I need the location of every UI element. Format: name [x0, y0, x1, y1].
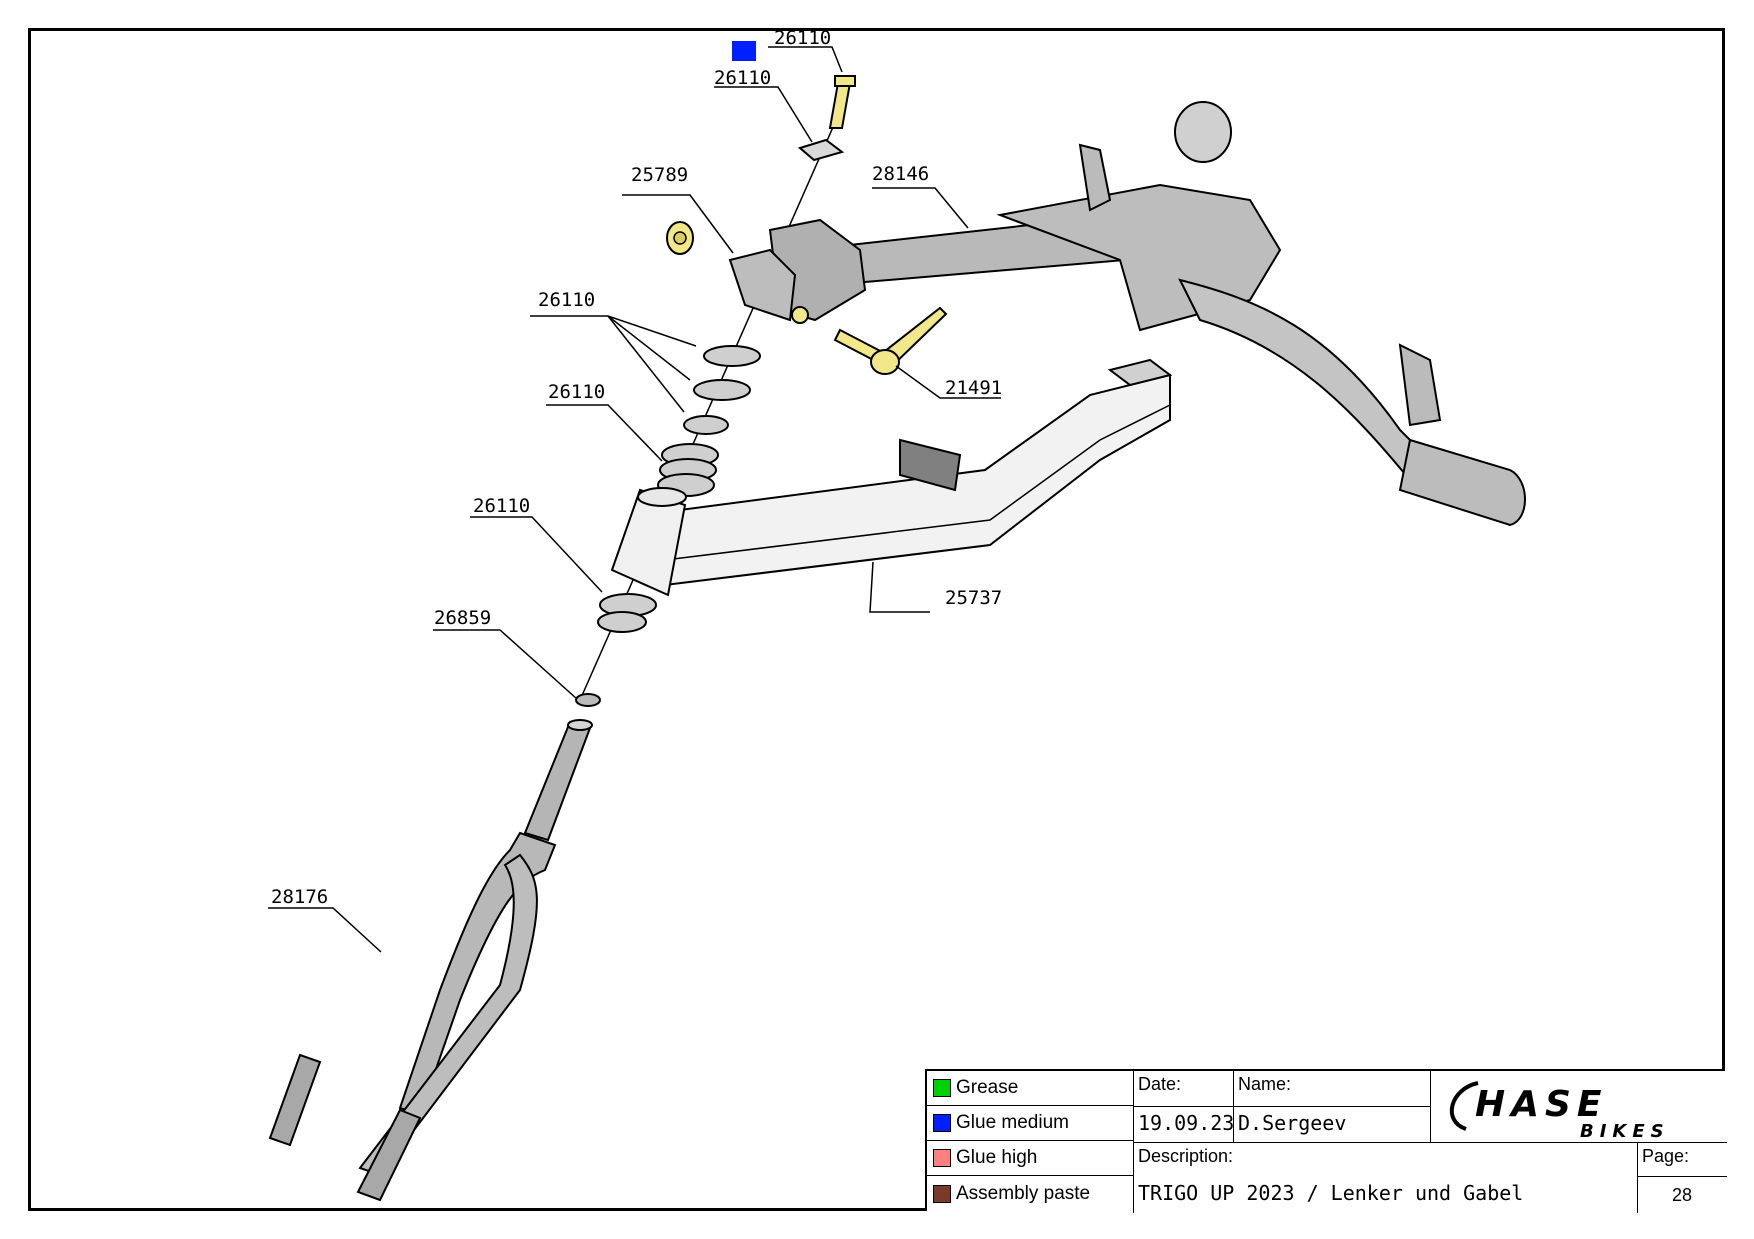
fork — [268, 719, 593, 1202]
label-frame-tube: 25737 — [945, 587, 1002, 609]
grease-swatch — [933, 1079, 951, 1097]
label-clamp: 25789 — [631, 164, 688, 186]
frame-tube — [610, 358, 1173, 597]
drawing-sheet-border — [28, 28, 1725, 1211]
page-label: Page: — [1642, 1146, 1690, 1166]
legend-glue-medium-label: Glue medium — [956, 1112, 1069, 1133]
legend-assembly-paste: Assembly paste — [927, 1176, 1133, 1211]
hase-bikes-logo: HASE BIKES — [1430, 1071, 1727, 1142]
stem-clamp — [728, 218, 867, 322]
label-spacers: 26110 — [538, 289, 595, 311]
legend-glue-medium: Glue medium — [927, 1106, 1133, 1141]
logo-text: HASE — [1475, 1084, 1608, 1125]
glue-medium-marker — [732, 41, 756, 61]
label-top-cap: 26110 — [714, 67, 771, 89]
label-headset-lower: 26110 — [473, 495, 530, 517]
label-top-bolt: 26110 — [774, 27, 831, 49]
handlebar-grip — [1398, 438, 1526, 527]
legend-glue-high: Glue high — [927, 1141, 1133, 1176]
quick-release-lever — [791, 306, 948, 375]
label-handlebar: 28146 — [872, 163, 929, 185]
bell — [1174, 101, 1232, 163]
label-headset-upper: 26110 — [548, 381, 605, 403]
date-value: 19.09.23 — [1138, 1111, 1235, 1135]
assembly-paste-swatch — [933, 1184, 951, 1203]
glue-medium-swatch — [933, 1114, 951, 1132]
label-star-nut: 26859 — [434, 607, 491, 629]
leader-lines — [268, 46, 1001, 953]
star-nut — [575, 693, 601, 707]
clamp-nut — [666, 221, 694, 255]
headset-upper — [657, 443, 719, 497]
headset-lower — [597, 593, 657, 633]
date-label: Date: — [1138, 1074, 1182, 1094]
name-value: D.Sergeev — [1238, 1111, 1347, 1135]
top-cap — [797, 138, 845, 162]
description-value: TRIGO UP 2023 / Lenker und Gabel — [1138, 1181, 1524, 1205]
name-label: Name: — [1238, 1074, 1292, 1094]
legend-grease: Grease — [927, 1071, 1133, 1106]
label-lever: 21491 — [945, 377, 1002, 399]
legend-glue-high-label: Glue high — [956, 1147, 1038, 1168]
legend-grease-label: Grease — [956, 1077, 1019, 1098]
page-value: 28 — [1671, 1185, 1693, 1205]
title-block: Grease Glue medium Glue high Assembly pa… — [925, 1069, 1727, 1213]
spacer-rings — [683, 345, 761, 435]
brake-lever — [1398, 343, 1442, 427]
top-bolt — [828, 75, 856, 129]
logo-subtext: BIKES — [1580, 1121, 1670, 1142]
glue-high-swatch — [933, 1149, 951, 1167]
label-fork: 28176 — [271, 886, 328, 908]
description-label: Description: — [1138, 1146, 1234, 1166]
rear-grip — [899, 438, 962, 492]
legend-assembly-paste-label: Assembly paste — [956, 1182, 1091, 1204]
